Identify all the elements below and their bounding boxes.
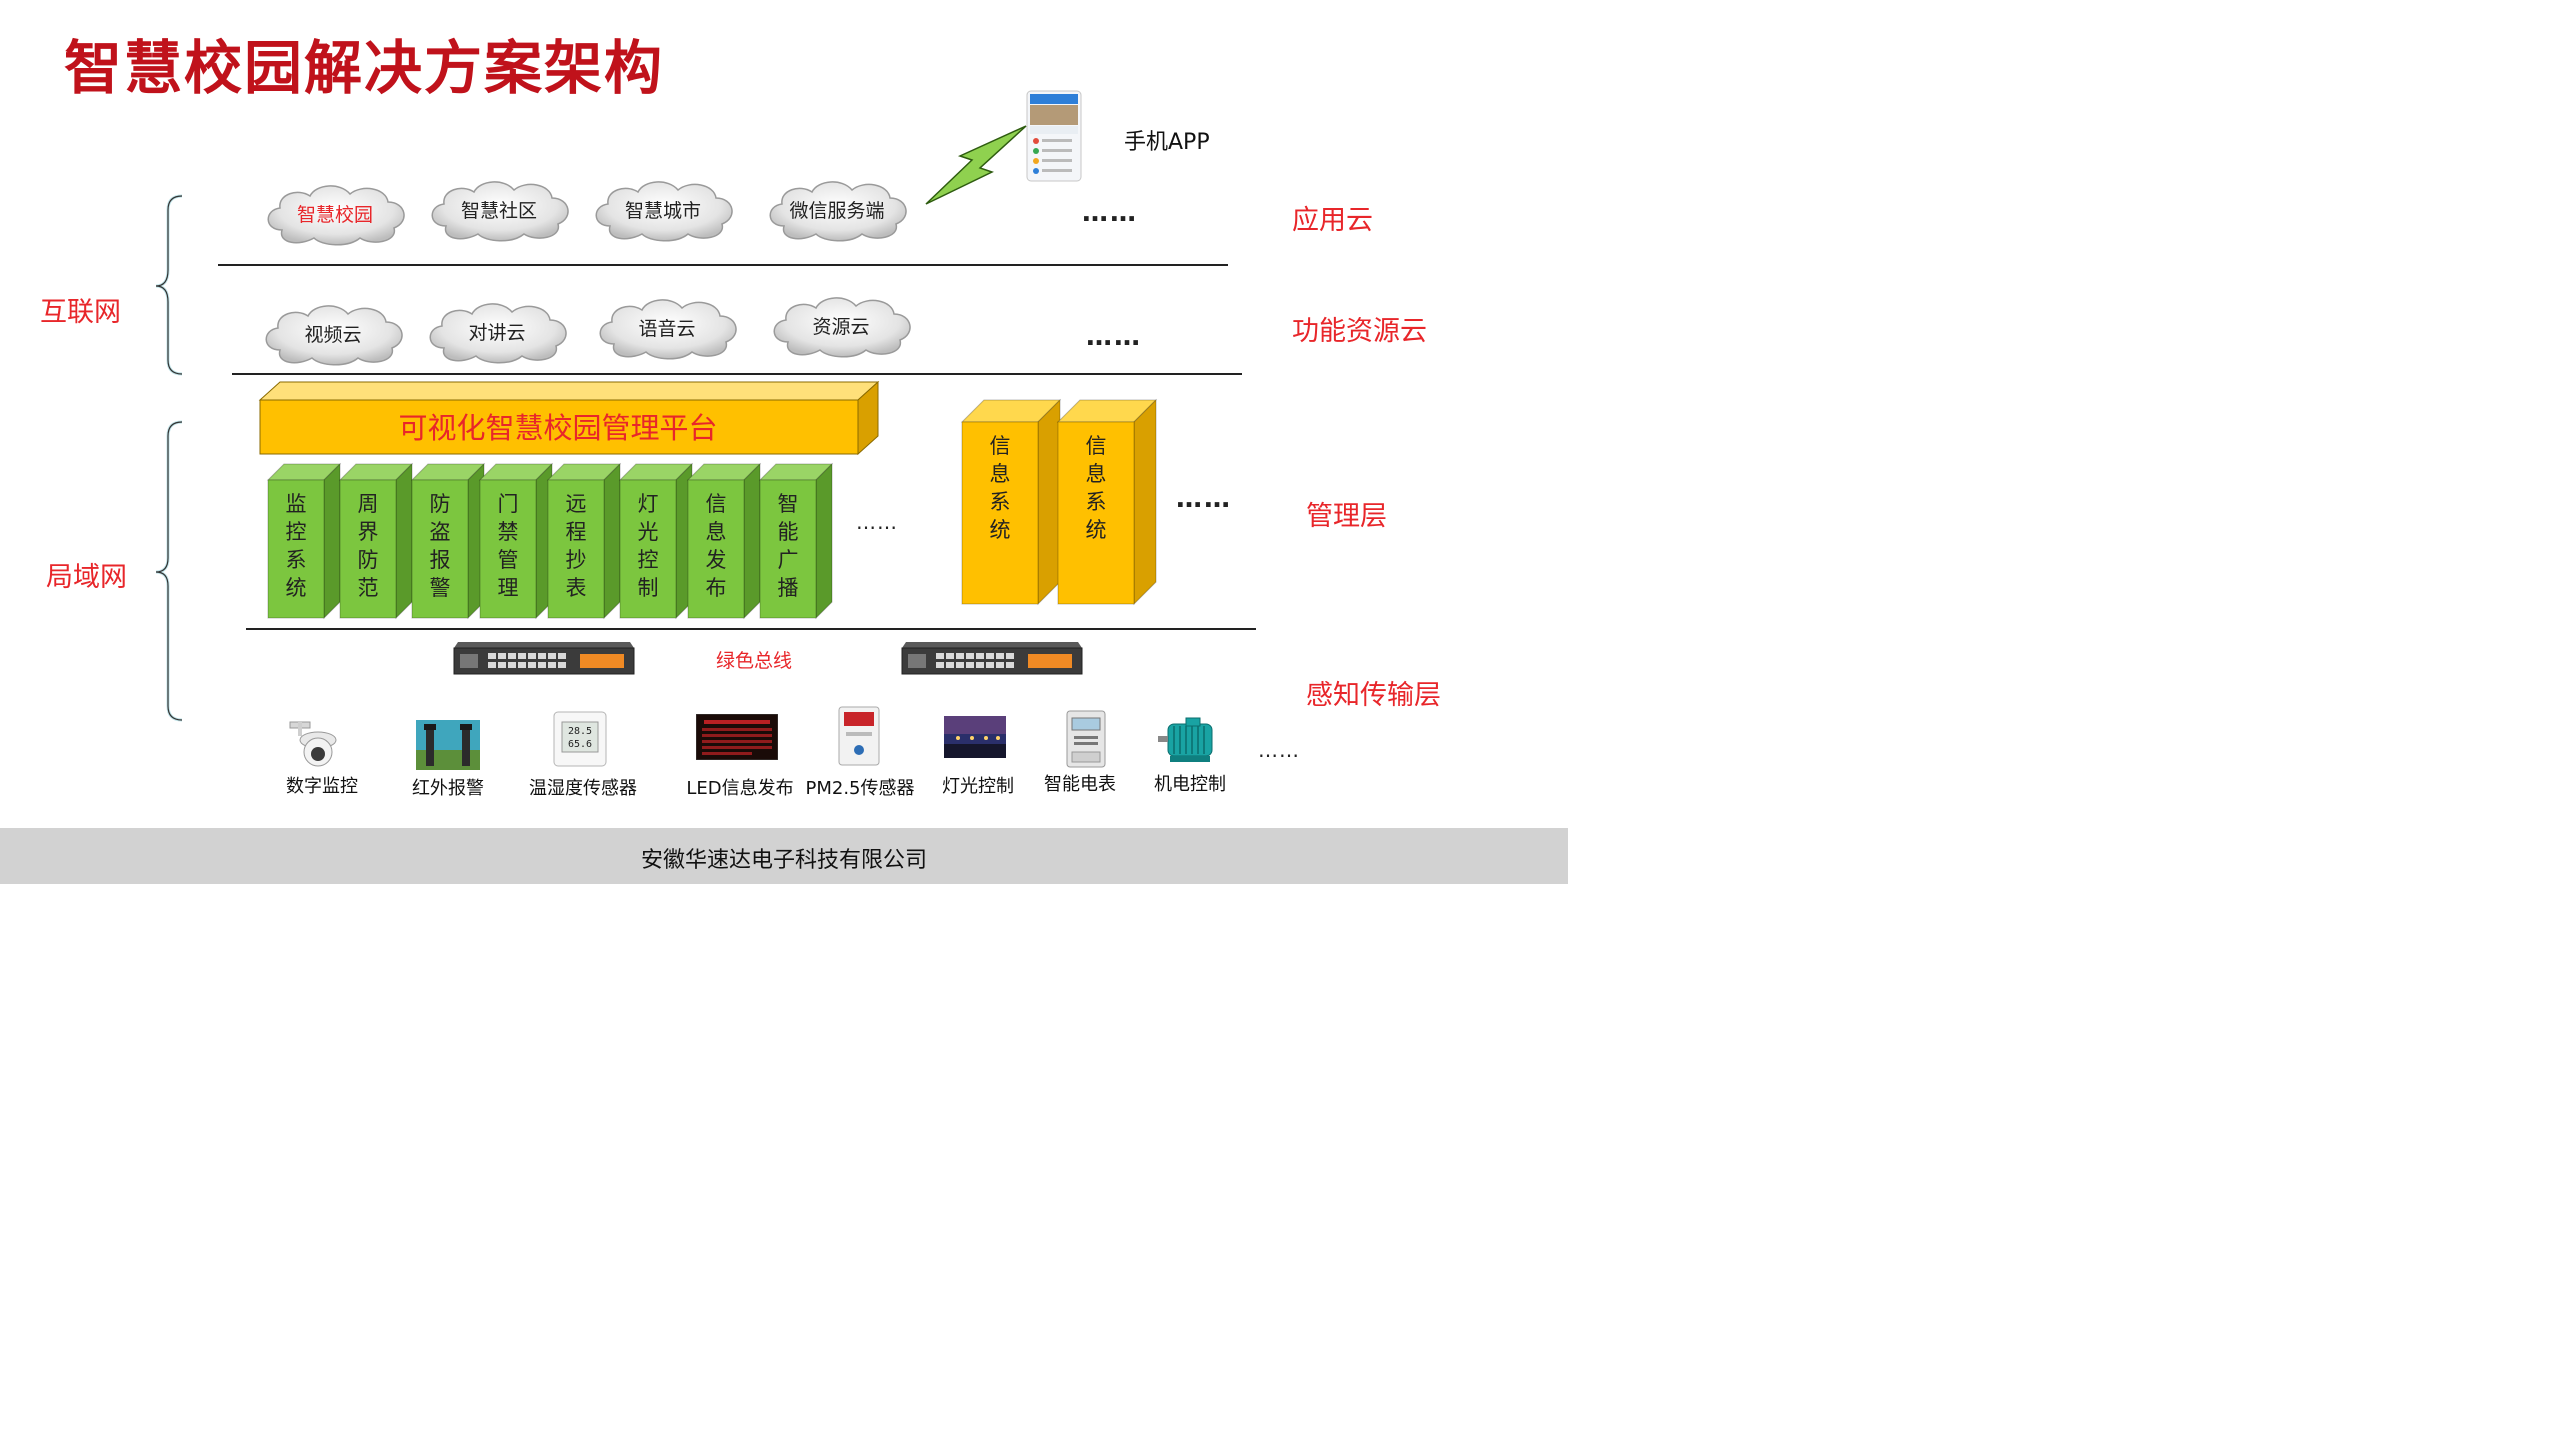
green-system-block: 周界防范 [338, 462, 414, 620]
system-label: 信息系统 [989, 434, 1011, 542]
phone-icon [1026, 90, 1082, 182]
cloud-wechat-server: 微信服务端 [762, 176, 912, 242]
cloud-voice: 语音云 [592, 294, 742, 360]
device-label: 温湿度传感器 [529, 778, 637, 799]
cloud-smart-campus: 智慧校园 [260, 180, 410, 246]
network-brackets [155, 194, 183, 722]
ellipsis-management: …… [1176, 484, 1232, 514]
green-system-block: 门禁管理 [478, 462, 554, 620]
system-label: 远程抄表 [565, 492, 587, 600]
switch-icon [453, 642, 635, 675]
street-light-icon [944, 716, 1006, 758]
ellipsis-resource-cloud: …… [1086, 322, 1142, 352]
label-lan: 局域网 [46, 562, 127, 593]
cloud-resource: 资源云 [766, 292, 916, 358]
device-label: 数字监控 [286, 776, 358, 797]
platform-title: 可视化智慧校园管理平台 [398, 411, 718, 445]
green-system-block: 远程抄表 [546, 462, 622, 620]
ellipsis-green: …… [856, 510, 898, 534]
divider-line [246, 628, 1256, 630]
green-system-block: 防盗报警 [410, 462, 486, 620]
cloud-smart-community: 智慧社区 [424, 176, 574, 242]
svg-text:65.6: 65.6 [568, 739, 592, 750]
motor-icon [1158, 717, 1213, 762]
system-label: 信息系统 [1085, 434, 1107, 542]
device-label: PM2.5传感器 [805, 778, 915, 799]
ellipsis-app-cloud: …… [1082, 198, 1138, 228]
device-label: 灯光控制 [942, 776, 1014, 797]
device-label: LED信息发布 [686, 778, 794, 799]
svg-text:28.5: 28.5 [568, 726, 592, 737]
divider-line [232, 373, 1242, 375]
label-internet: 互联网 [40, 297, 121, 328]
green-system-block: 智能广播 [758, 462, 834, 620]
cloud-intercom: 对讲云 [422, 298, 572, 364]
lightning-icon [925, 125, 1027, 205]
cloud-smart-city: 智慧城市 [588, 176, 738, 242]
system-label: 门禁管理 [497, 492, 519, 600]
company-name: 安徽华速达电子科技有限公司 [640, 848, 927, 873]
system-label: 周界防范 [357, 492, 379, 600]
label-perception: 感知传输层 [1306, 680, 1441, 711]
switch-icon [901, 642, 1083, 675]
green-system-block: 信息发布 [686, 462, 762, 620]
cloud-video: 视频云 [258, 300, 408, 366]
system-label: 灯光控制 [637, 492, 659, 600]
thermometer-icon: 28.5 65.6 [553, 711, 607, 767]
device-label: 机电控制 [1154, 774, 1226, 795]
label-app-cloud: 应用云 [1292, 205, 1373, 236]
system-label: 智能广播 [777, 492, 799, 600]
mobile-app-label: 手机APP [1124, 130, 1210, 155]
label-resource-cloud: 功能资源云 [1292, 316, 1427, 347]
camera-icon [289, 721, 337, 767]
bus-label: 绿色总线 [716, 650, 793, 672]
system-label: 防盗报警 [429, 492, 451, 600]
pm25-icon [838, 706, 880, 766]
system-label: 信息发布 [705, 492, 727, 600]
infrared-icon [416, 720, 480, 770]
yellow-system-block: 信息系统 [1056, 398, 1158, 606]
platform-bar [258, 380, 880, 456]
yellow-system-block: 信息系统 [960, 398, 1062, 606]
device-label: 红外报警 [412, 778, 484, 799]
led-screen-icon [696, 714, 778, 760]
divider-line [218, 264, 1228, 266]
ellipsis-devices: …… [1258, 738, 1300, 762]
label-management: 管理层 [1306, 501, 1387, 532]
green-system-block: 监控系统 [266, 462, 342, 620]
green-system-block: 灯光控制 [618, 462, 694, 620]
meter-icon [1066, 710, 1106, 768]
system-label: 监控系统 [285, 492, 307, 600]
device-label: 智能电表 [1044, 774, 1116, 795]
footer-bar: 安徽华速达电子科技有限公司 [0, 828, 1568, 884]
page-title: 智慧校园解决方案架构 [64, 34, 665, 102]
